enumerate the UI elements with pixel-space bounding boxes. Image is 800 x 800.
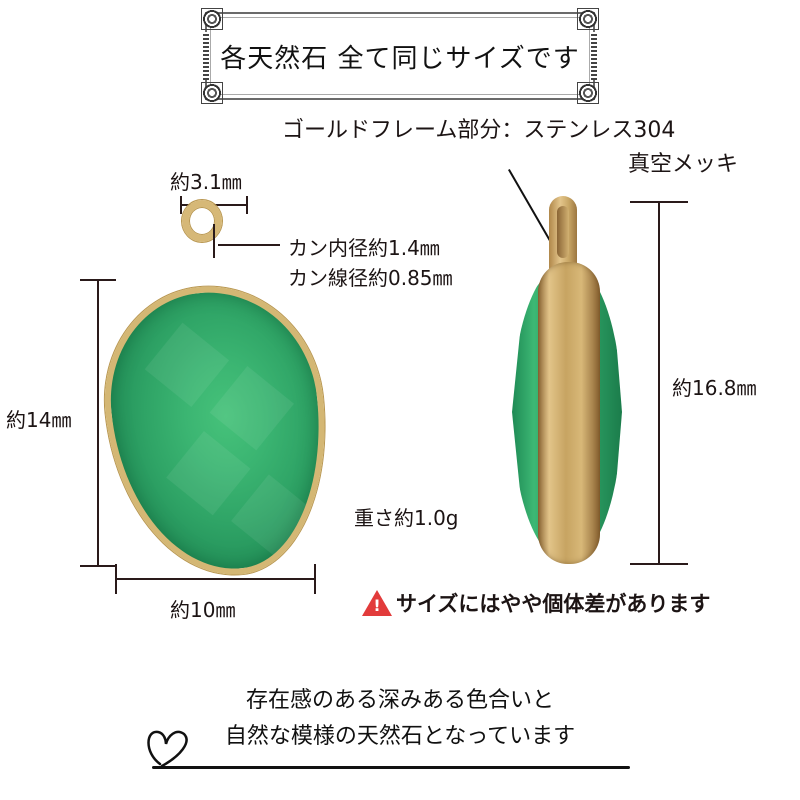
side-bail-hole <box>557 206 569 258</box>
title-frame: 各天然石 全て同じサイズです <box>201 8 599 104</box>
side-height-label: 約16.8㎜ <box>672 376 757 400</box>
front-bail-ring <box>182 200 222 242</box>
side-height-dim-line <box>658 201 660 565</box>
ornament-corner-icon <box>577 8 599 30</box>
ornament-side <box>203 32 209 80</box>
bail-inner-arrow <box>213 224 215 258</box>
bail-pointer-line <box>218 244 280 246</box>
height-dim-tick-top <box>80 279 116 281</box>
gem-facet <box>209 366 295 451</box>
tagline-line2: 自然な模様の天然石となっています <box>224 724 576 749</box>
material-note-line1: ゴールドフレーム部分：ステンレス304 <box>282 118 676 143</box>
width-dim-line <box>116 578 316 580</box>
tagline-line1: 存在感のある深みある色合いと <box>245 688 554 713</box>
width-dim-tick-left <box>115 564 117 594</box>
material-note-line2: 真空メッキ <box>628 152 739 177</box>
side-height-tick-bottom <box>630 563 688 565</box>
gem-facet <box>231 474 316 559</box>
height-dim-line <box>97 279 99 567</box>
side-height-tick-top <box>630 201 688 203</box>
gem-facet <box>166 430 251 516</box>
ornament-corner-icon <box>577 82 599 104</box>
ornament-corner-icon <box>201 82 223 104</box>
bail-width-tick-right <box>246 196 248 214</box>
warning-triangle-icon: ! <box>362 590 392 616</box>
ornament-corner-icon <box>201 8 223 30</box>
warning-text: サイズにはやや個体差があります <box>396 592 711 616</box>
width-dim-tick-right <box>314 564 316 594</box>
width-label: 約10㎜ <box>170 598 236 622</box>
weight-label: 重さ約1.0g <box>354 506 459 530</box>
front-gemstone-image <box>93 275 341 587</box>
bail-inner-diameter-label: カン内径約1.4㎜ <box>288 236 440 260</box>
heart-doodle-icon <box>147 730 188 768</box>
side-gold-frame <box>538 262 600 564</box>
bail-width-tick-left <box>180 196 182 214</box>
bail-wire-diameter-label: カン線径約0.85㎜ <box>288 266 453 290</box>
size-variance-warning: ! サイズにはやや個体差があります <box>362 588 710 618</box>
height-label: 約14㎜ <box>6 404 72 433</box>
ornament-side <box>591 32 597 80</box>
bail-width-label: 約3.1㎜ <box>170 170 242 194</box>
height-dim-tick-bottom <box>80 565 116 567</box>
gem-facet <box>144 322 230 407</box>
tagline-underline <box>152 766 630 769</box>
page-title: 各天然石 全て同じサイズです <box>220 43 580 74</box>
